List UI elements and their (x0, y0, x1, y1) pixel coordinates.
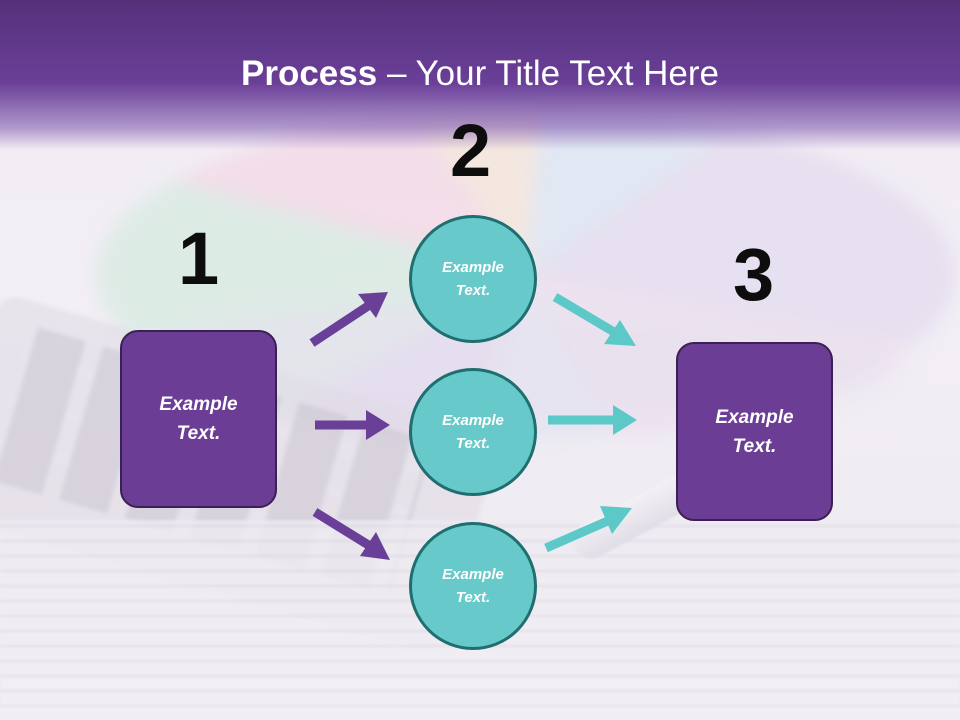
left-text-box[interactable]: Example Text. (120, 330, 277, 508)
title-bold: Process (241, 54, 378, 93)
title-band (0, 0, 960, 150)
left-box-label: Example Text. (159, 394, 238, 444)
step-number-1: 1 (178, 217, 220, 300)
step-number-3: 3 (733, 233, 775, 316)
step-number-2: 2 (450, 109, 492, 192)
circle-bottom[interactable]: Example Text. (409, 522, 537, 650)
circle-middle[interactable]: Example Text. (409, 368, 537, 496)
right-text-box[interactable]: Example Text. (676, 342, 833, 521)
title-rest: – Your Title Text Here (377, 54, 719, 93)
right-box-label: Example Text. (715, 406, 794, 457)
circle-middle-label: Example Text. (442, 412, 504, 452)
circle-bottom-label: Example Text. (442, 566, 504, 606)
slide-title[interactable]: Process – Your Title Text Here (0, 52, 960, 96)
circle-top[interactable]: Example Text. (409, 215, 537, 343)
circle-top-label: Example Text. (442, 259, 504, 299)
